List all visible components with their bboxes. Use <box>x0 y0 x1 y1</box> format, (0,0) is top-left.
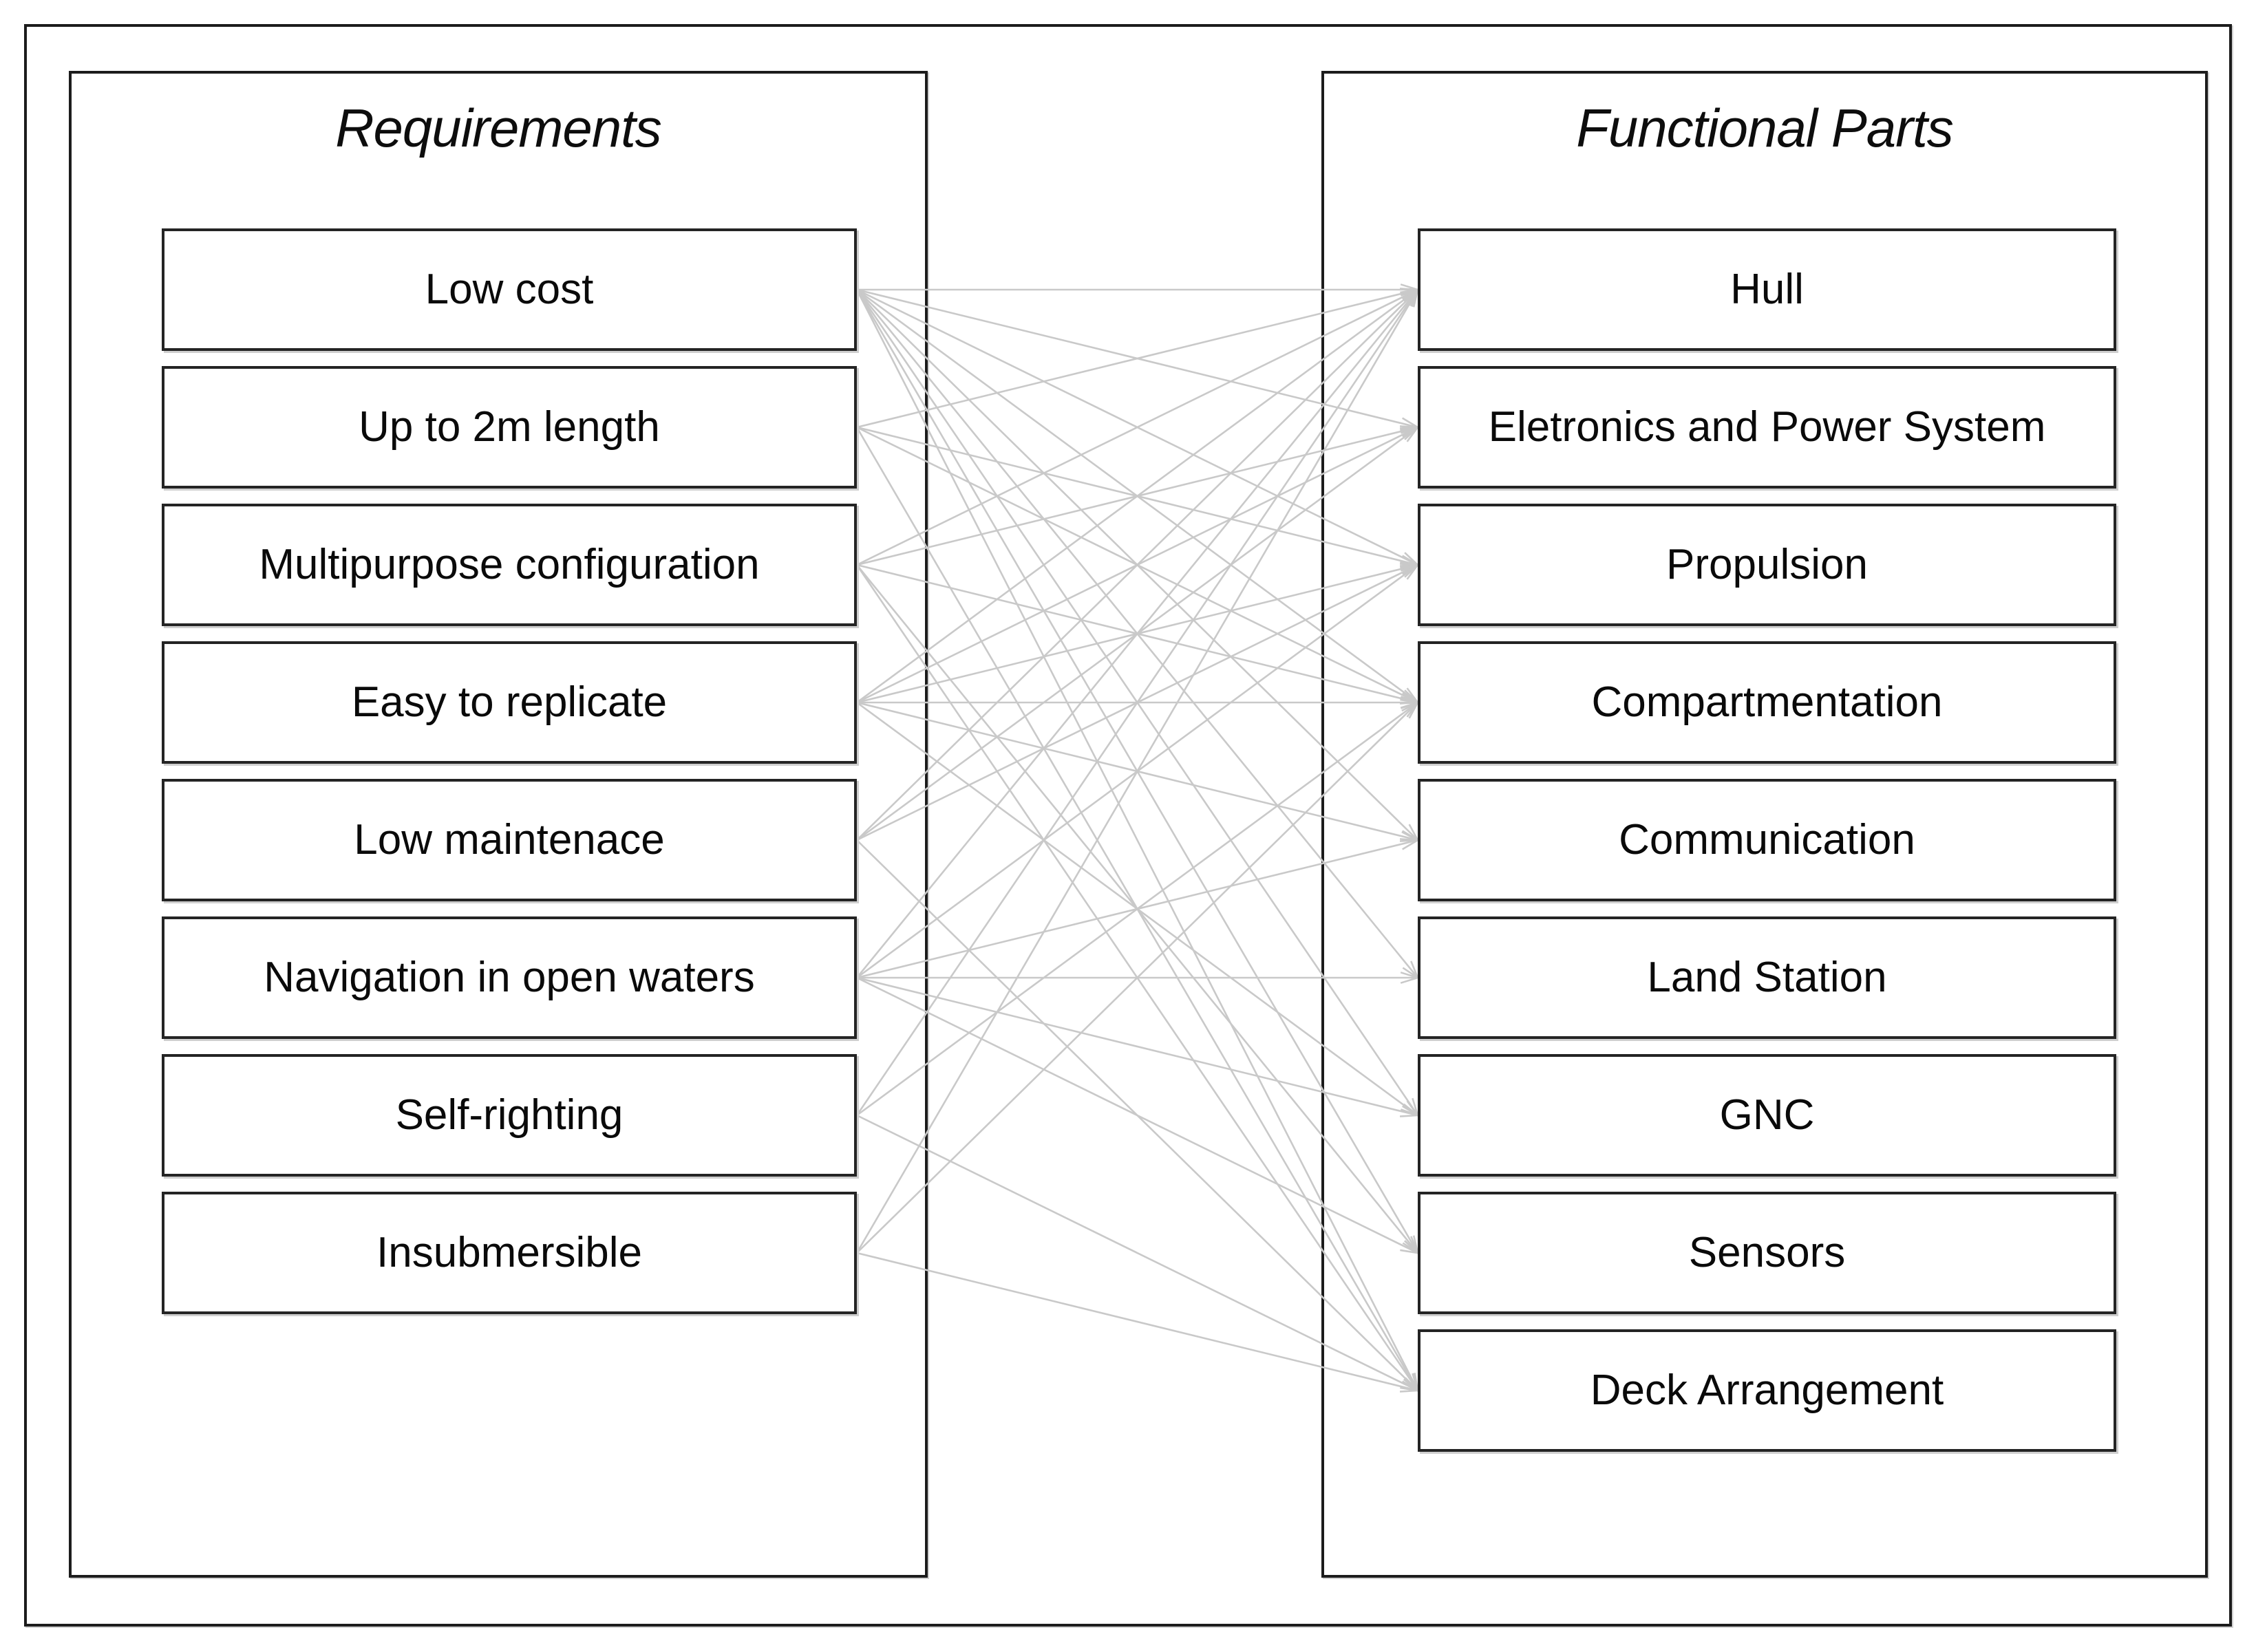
functional-part-label-electronics: Eletronics and Power System <box>1488 403 2046 451</box>
functional-part-box-land-station[interactable]: Land Station <box>1418 916 2116 1039</box>
requirement-box-low-maintenace[interactable]: Low maintenace <box>162 779 857 901</box>
requirement-box-length-2m[interactable]: Up to 2m length <box>162 366 857 489</box>
functional-part-box-gnc[interactable]: GNC <box>1418 1054 2116 1177</box>
requirement-box-multipurpose[interactable]: Multipurpose configuration <box>162 504 857 626</box>
requirement-box-open-waters[interactable]: Navigation in open waters <box>162 916 857 1039</box>
functional-part-box-deck[interactable]: Deck Arrangement <box>1418 1329 2116 1452</box>
functional-part-box-electronics[interactable]: Eletronics and Power System <box>1418 366 2116 489</box>
requirement-label-easy-replicate: Easy to replicate <box>351 678 668 726</box>
requirement-label-multipurpose: Multipurpose configuration <box>259 541 760 588</box>
functional-part-box-communication[interactable]: Communication <box>1418 779 2116 901</box>
functional-part-label-compartmentation: Compartmentation <box>1591 678 1943 726</box>
functional-parts-panel-title: Functional Parts <box>1576 98 1954 158</box>
functional-part-label-propulsion: Propulsion <box>1666 541 1868 588</box>
requirement-box-self-righting[interactable]: Self-righting <box>162 1054 857 1177</box>
functional-part-label-gnc: GNC <box>1719 1091 1815 1139</box>
functional-part-label-sensors: Sensors <box>1688 1229 1846 1276</box>
requirement-label-length-2m: Up to 2m length <box>359 403 660 451</box>
functional-part-label-hull: Hull <box>1730 266 1804 313</box>
functional-part-box-propulsion[interactable]: Propulsion <box>1418 504 2116 626</box>
requirement-box-easy-replicate[interactable]: Easy to replicate <box>162 641 857 764</box>
functional-part-box-compartmentation[interactable]: Compartmentation <box>1418 641 2116 764</box>
requirement-box-insubmersible[interactable]: Insubmersible <box>162 1192 857 1314</box>
requirement-label-low-cost: Low cost <box>425 266 594 313</box>
functional-part-box-hull[interactable]: Hull <box>1418 228 2116 351</box>
requirement-box-low-cost[interactable]: Low cost <box>162 228 857 351</box>
requirement-label-self-righting: Self-righting <box>395 1091 624 1139</box>
requirement-label-open-waters: Navigation in open waters <box>264 954 755 1001</box>
functional-part-box-sensors[interactable]: Sensors <box>1418 1192 2116 1314</box>
requirement-label-insubmersible: Insubmersible <box>376 1229 642 1276</box>
requirements-panel-title: Requirements <box>335 98 662 158</box>
functional-part-label-land-station: Land Station <box>1647 954 1887 1001</box>
functional-part-label-communication: Communication <box>1619 816 1915 863</box>
functional-part-label-deck: Deck Arrangement <box>1590 1366 1944 1414</box>
requirement-label-low-maintenace: Low maintenace <box>354 816 665 863</box>
